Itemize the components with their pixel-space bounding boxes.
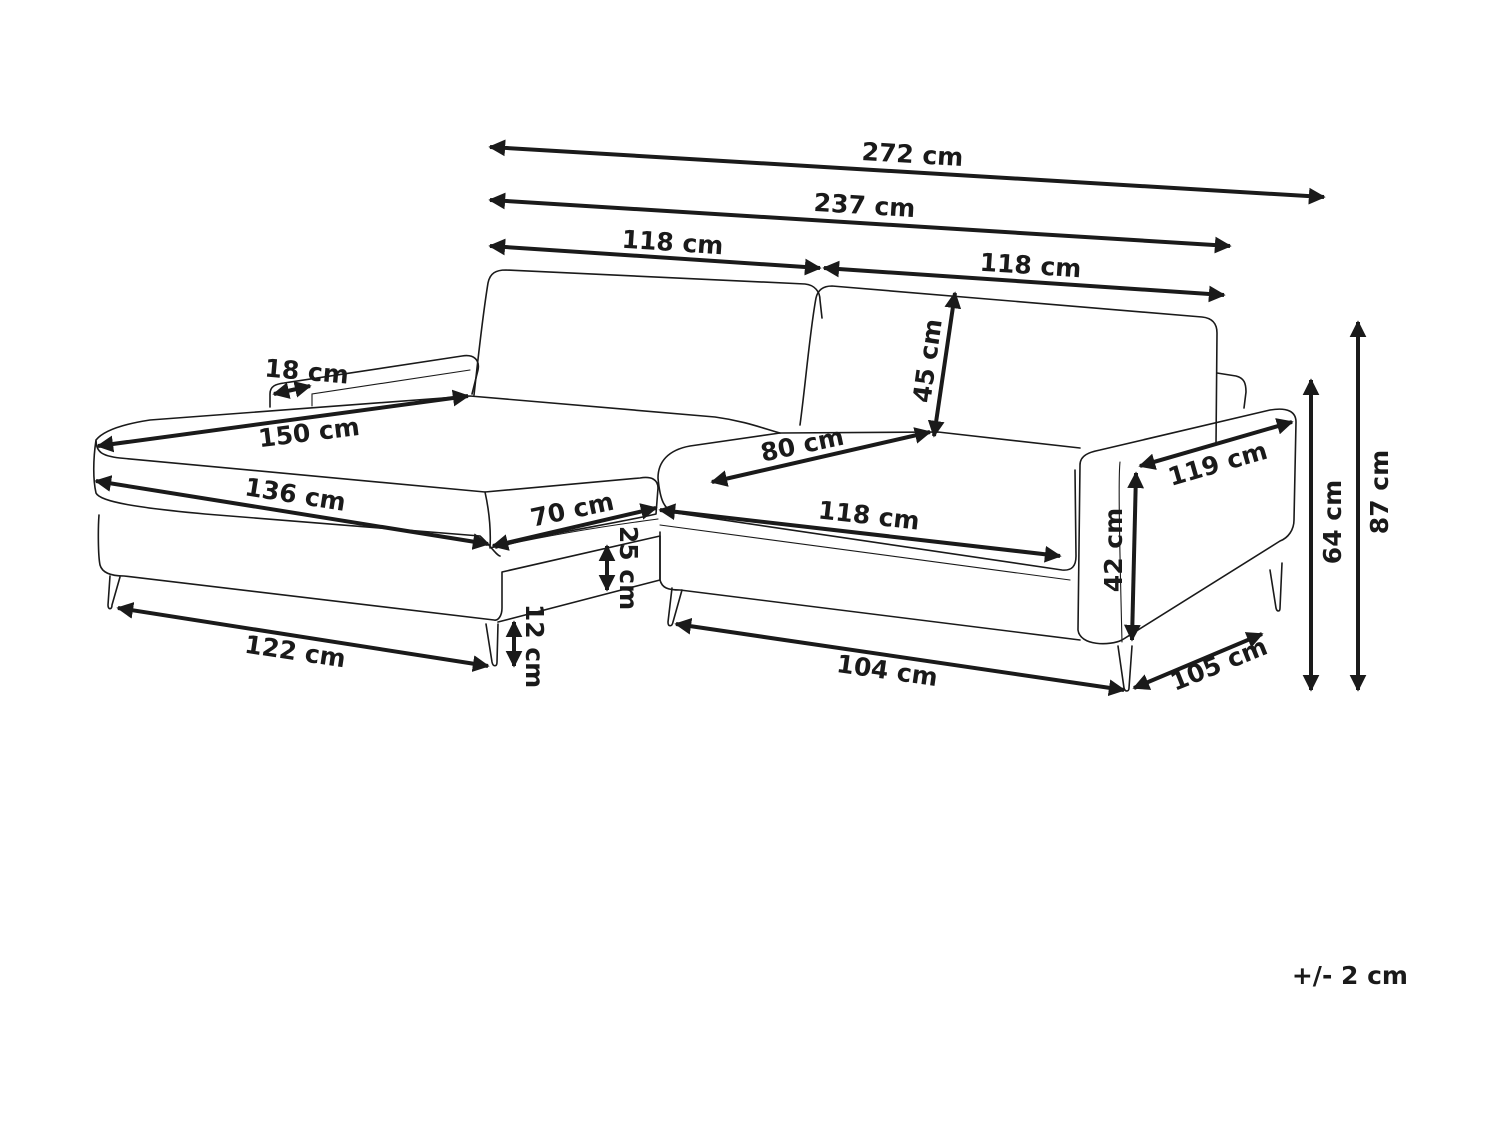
leg-right-front (667, 587, 683, 627)
dim-18-line (272, 381, 312, 399)
label-87: 87 cm (1365, 450, 1394, 534)
dim-45-line (927, 291, 962, 438)
dim-237-line (488, 192, 1232, 254)
label-12: 12 cm (520, 604, 549, 688)
dim-122-line (116, 602, 490, 672)
left-armrest (269, 354, 480, 408)
right-back-cushion (799, 285, 1218, 446)
label-118-left: 118 cm (621, 225, 724, 261)
leg-front-mid (485, 623, 499, 667)
label-64: 64 cm (1318, 480, 1347, 564)
label-150: 150 cm (257, 412, 362, 453)
dim-119-line (1138, 418, 1294, 470)
dim-42-line (1123, 471, 1145, 642)
label-122: 122 cm (243, 630, 348, 674)
label-136: 136 cm (243, 472, 348, 517)
leg-right-corner (1117, 645, 1133, 692)
dim-136-line (94, 475, 490, 550)
label-272: 272 cm (861, 137, 964, 172)
dim-272-line (488, 139, 1326, 205)
dim-118-left-line (488, 238, 822, 276)
dim-150-line (96, 389, 470, 453)
right-base (659, 531, 1081, 641)
dim-104-line (674, 617, 1126, 697)
dim-80-line (710, 427, 932, 487)
label-25: 25 cm (614, 526, 643, 610)
dim-118-right-line (822, 260, 1226, 303)
dim-118-front-line (658, 503, 1062, 563)
chaise-seat-cushion (92, 395, 781, 557)
dimension-lines (94, 139, 1367, 697)
dim-105-line (1132, 632, 1264, 690)
dim-70-line (491, 503, 658, 551)
leg-front-left (107, 575, 121, 610)
label-118-right: 118 cm (979, 248, 1082, 284)
right-armrest-back (1216, 372, 1247, 409)
tolerance-note: +/- 2 cm (1292, 961, 1408, 990)
label-237: 237 cm (813, 188, 916, 223)
leg-right-back (1269, 562, 1283, 612)
label-104: 104 cm (835, 649, 940, 692)
label-105: 105 cm (1166, 632, 1271, 697)
label-42: 42 cm (1099, 508, 1128, 592)
left-back-cushion (473, 269, 823, 396)
